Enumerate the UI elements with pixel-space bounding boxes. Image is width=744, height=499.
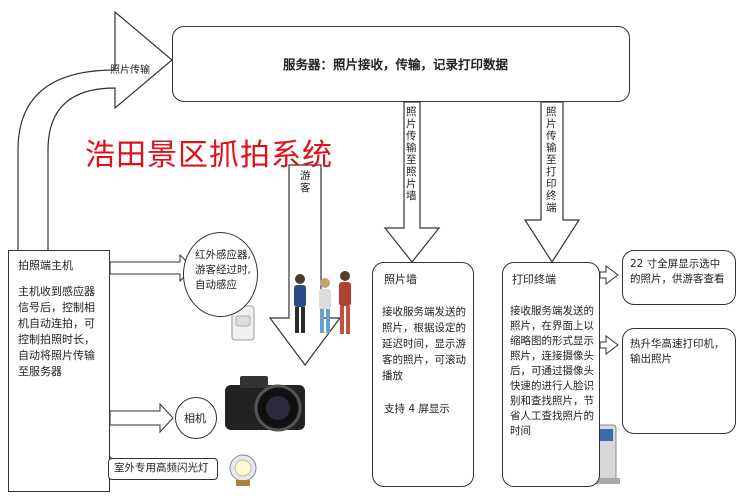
printer-node <box>622 328 736 434</box>
printer-arrow <box>599 335 619 355</box>
camera-label: 相机 <box>184 412 206 425</box>
display-node <box>622 250 736 305</box>
photo-wall-body: 接收服务端发送的照片，根据设定的延迟时间，显示游客的照片，可滚动播放 <box>382 306 466 382</box>
server-label: 服务器：照片接收，传输，记录打印数据 <box>283 57 509 72</box>
sensor-label: 红外感应器,游客经过时,自动感应 <box>195 249 251 291</box>
sensor-arrow <box>109 253 194 283</box>
host-body: 主机收到感应器信号后，控制相机自动连拍，可控制拍照时长，自动将照片传输至服务器 <box>18 285 95 378</box>
diagram-title: 浩田景区抓拍系统 <box>85 138 333 173</box>
print-terminal-node <box>502 262 600 487</box>
print-terminal-body: 接收服务端发送的照片，在界面上以缩略图的形式显示照片，连接摄像头后，可通过摄像头… <box>510 305 594 437</box>
printer-label: 热升华高速打印机，输出照片 <box>630 338 725 365</box>
camera-node <box>175 397 217 439</box>
to-terminal-label: 照片传输至打印终端 <box>546 106 557 214</box>
host-node <box>8 250 110 492</box>
flash-label: 室外专用高频闪光灯 <box>114 462 209 474</box>
tourist-label: 游客 <box>300 170 311 194</box>
photo-wall-note: 支持 4 屏显示 <box>384 403 450 415</box>
camera-arrow <box>109 402 174 434</box>
photo-transfer-label: 照片传输 <box>110 65 150 76</box>
display-label: 22 寸全屏显示选中的照片，供游客查看 <box>630 258 725 285</box>
flash-node <box>108 458 218 480</box>
sensor-node <box>183 232 258 317</box>
print-terminal-heading: 打印终端 <box>512 273 556 286</box>
tourists-illustration <box>294 271 351 334</box>
photo-wall-node <box>372 262 474 487</box>
to-wall-label: 照片传输至照片墙 <box>406 106 417 202</box>
to-wall-arrow <box>383 101 441 263</box>
host-heading: 拍照端主机 <box>18 259 73 272</box>
upload-arrow <box>17 10 173 253</box>
display-arrow <box>599 265 619 285</box>
camera-illustration <box>225 376 305 432</box>
tourist-arrow <box>268 164 342 367</box>
kiosk-icon <box>592 424 620 484</box>
flash-lamp-icon <box>229 454 257 486</box>
photo-wall-heading: 照片墙 <box>384 273 417 286</box>
server-node <box>172 26 630 102</box>
to-terminal-arrow <box>523 101 581 264</box>
